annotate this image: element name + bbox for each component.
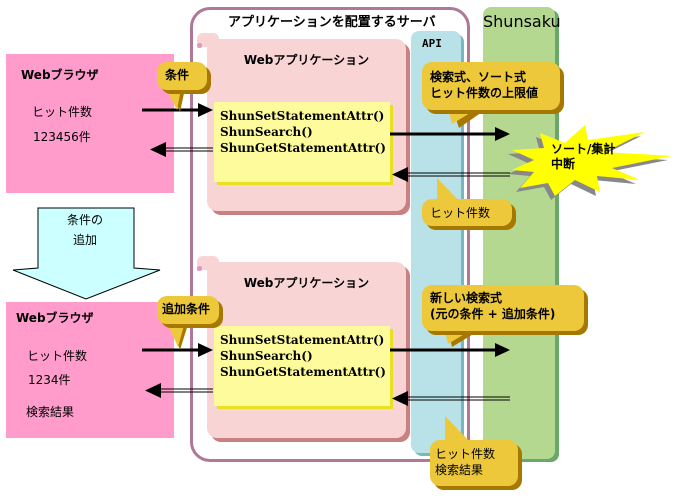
bubble-line: ヒット件数: [435, 447, 496, 461]
bubble-line: 新しい検索式: [430, 291, 503, 305]
function-item: ShunSetStatementAttr(): [220, 109, 385, 123]
bottom-response-tail: [445, 416, 470, 442]
bubble-text: ヒット件数: [430, 206, 491, 220]
browser-title: Webブラウザ: [16, 311, 94, 325]
webapp-tab-dot: [197, 266, 202, 271]
bottom-request-bubble: 新しい検索式 (元の条件 + 追加条件): [422, 285, 584, 331]
transition-label-line: 追加: [72, 233, 97, 247]
response-bubble: ヒット件数: [422, 199, 512, 226]
webapp-title: Webアプリケーション: [243, 53, 370, 67]
shunsaku-label: Shunsaku: [483, 12, 561, 31]
interrupt-burst: [512, 125, 672, 196]
browser-title: Webブラウザ: [21, 68, 99, 82]
function-item: ShunSetStatementAttr(): [220, 333, 385, 347]
transition-label-line: 条件の: [66, 213, 103, 227]
function-item: ShunGetStatementAttr(): [220, 365, 386, 379]
response-bubble-tail: [437, 178, 460, 202]
top-request-arrow-browser: [142, 103, 213, 117]
top-request-arrow-shunsaku: [390, 127, 510, 141]
top-response-arrow-browser: [150, 142, 213, 157]
bottom-condition-tail: [165, 318, 186, 347]
search-results-label: 検索結果: [26, 405, 75, 419]
bubble-line: 検索式、ソート式: [430, 70, 527, 84]
hit-count-label: ヒット件数: [27, 349, 88, 363]
request-bubble-tail: [448, 107, 480, 124]
function-item: ShunSearch(): [220, 125, 313, 139]
bottom-request-arrow-browser: [142, 343, 213, 357]
function-item: ShunSearch(): [220, 349, 313, 363]
condition-bubble-tail: [164, 84, 182, 110]
webapp-tab: [197, 256, 219, 270]
webapp-tab-dot: [197, 43, 202, 48]
hit-count-label: ヒット件数: [32, 105, 93, 119]
bottom-request-arrow-shunsaku: [390, 343, 510, 357]
bubble-line: ヒット件数の上限値: [430, 86, 539, 100]
transition-down-arrow: [12, 207, 161, 300]
bottom-response-arrow-browser: [145, 383, 213, 398]
server-frame: [190, 7, 470, 462]
bottom-condition-bubble: 追加条件: [157, 296, 219, 324]
bubble-line: 検索結果: [435, 463, 484, 477]
burst-line: ソート/集計: [551, 142, 616, 156]
hit-count-value: 1234件: [28, 373, 71, 387]
bottom-response-arrow-shunsaku: [392, 391, 510, 406]
bubble-text: 追加条件: [162, 302, 211, 316]
top-browser: Webブラウザ ヒット件数 123456件: [6, 54, 174, 193]
bottom-request-tail: [444, 327, 476, 344]
top-function-box: ShunSetStatementAttr() ShunSearch() Shun…: [214, 102, 390, 182]
top-response-arrow-shunsaku: [392, 167, 510, 182]
server-title: アプリケーションを配置するサーバ: [228, 15, 436, 30]
bottom-response-bubble: ヒット件数 検索結果: [430, 440, 518, 486]
transition-label: 条件の 追加: [40, 210, 130, 250]
bubble-text: 条件: [165, 68, 190, 82]
webapp-title: Webアプリケーション: [243, 276, 370, 290]
webapp-tab: [197, 33, 219, 47]
burst-line: 中断: [551, 157, 576, 171]
interrupt-burst-text: ソート/集計 中断: [551, 142, 615, 172]
bottom-browser: Webブラウザ ヒット件数 1234件 検索結果: [6, 302, 174, 438]
bottom-function-box: ShunSetStatementAttr() ShunSearch() Shun…: [214, 326, 390, 406]
hit-count-value: 123456件: [33, 130, 91, 144]
request-bubble: 検索式、ソート式 ヒット件数の上限値: [422, 62, 560, 110]
function-item: ShunGetStatementAttr(): [220, 141, 386, 155]
bubble-line: (元の条件 + 追加条件): [430, 307, 556, 321]
condition-bubble: 条件: [157, 62, 207, 90]
api-label: API: [422, 37, 442, 50]
